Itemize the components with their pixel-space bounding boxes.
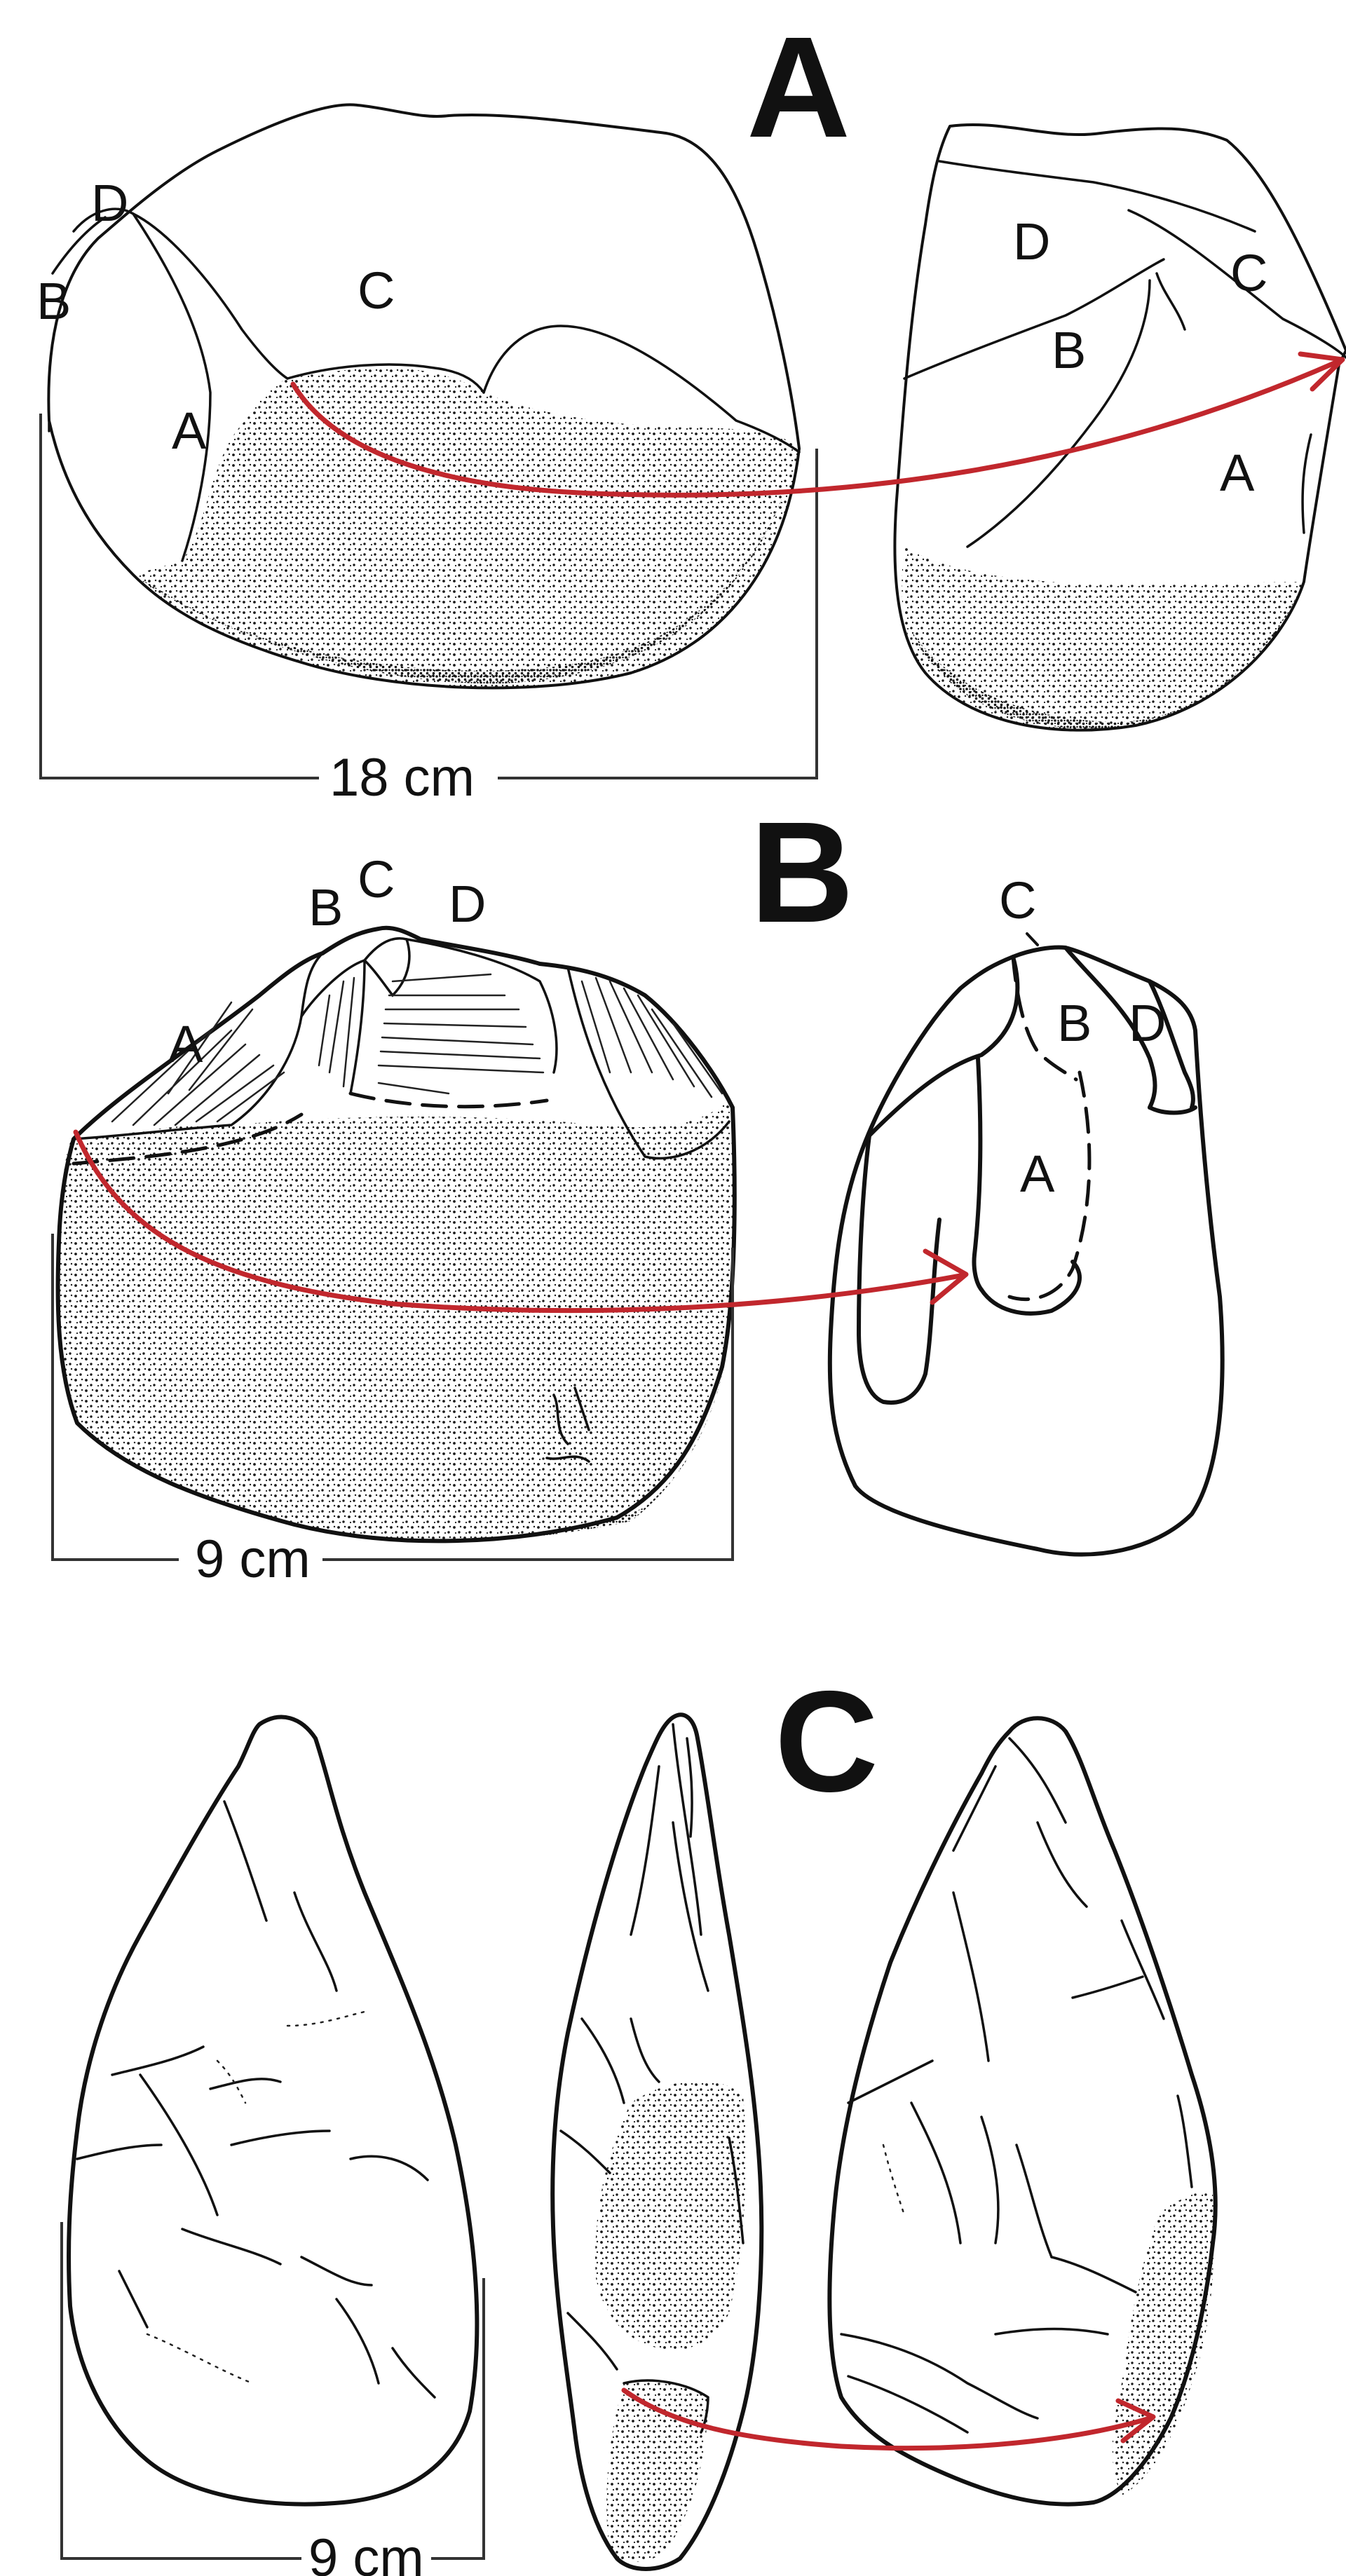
handaxe-c-left-outline <box>67 1715 480 2507</box>
handaxe-c-right-outline <box>827 1716 1218 2507</box>
core-a-right-view: D C B A <box>893 123 1346 732</box>
scar-label-c: C <box>358 261 395 320</box>
panel-letter-b: B <box>750 792 854 953</box>
core-b-right-outline <box>827 945 1225 1557</box>
scar-label-d: D <box>91 174 128 232</box>
scar-label-c-right: C <box>1230 244 1267 302</box>
cortex-c-right <box>1112 2191 1214 2495</box>
cortex-c-profile <box>595 2080 746 2350</box>
core-a-left-view: D B C A <box>36 103 801 690</box>
scale-label-c: 9 cm <box>308 2528 424 2576</box>
core-a-right-outline <box>893 123 1346 732</box>
scar-label-a-right: A <box>1220 444 1255 502</box>
core-b-left-outline <box>55 925 737 1543</box>
scar-label-a-left: A <box>168 1015 203 1073</box>
scale-label-b: 9 cm <box>195 1529 311 1589</box>
handaxe-c-left-view <box>67 1715 480 2507</box>
panel-b: B B C D <box>51 792 1225 1589</box>
panel-a: A D B C A 18 cm <box>36 7 1346 807</box>
handaxe-c-profile-view <box>550 1712 764 2571</box>
scar-label-c-left: C <box>358 850 395 908</box>
scar-label-b-right: B <box>1052 321 1086 379</box>
panel-letter-c: C <box>775 1661 878 1822</box>
handaxe-c-right-view <box>827 1716 1218 2507</box>
scale-bar-b: 9 cm <box>51 1234 734 1589</box>
scar-label-b-right-b: B <box>1057 994 1092 1052</box>
panel-c: C 9 cm <box>60 1661 1218 2576</box>
cortex-b-left <box>57 1100 734 1541</box>
scar-label-a-right-b: A <box>1020 1145 1055 1203</box>
scar-label-c-right-b: C <box>999 871 1036 929</box>
core-b-right-view: C B D A <box>827 871 1225 1557</box>
cortex-a-left <box>133 368 799 688</box>
scale-bar-c: 9 cm <box>60 2222 485 2576</box>
cortex-c-profile-lower <box>606 2380 708 2562</box>
cortex-a-right <box>902 547 1304 730</box>
scar-label-d-right: D <box>1013 212 1050 271</box>
scar-label-d-left: D <box>449 875 486 933</box>
scar-label-b: B <box>36 272 71 330</box>
refit-arrow-a <box>290 351 1345 498</box>
scar-label-a: A <box>172 402 207 460</box>
core-b-left-view: B C D A <box>55 850 737 1543</box>
panel-letter-a: A <box>747 7 850 168</box>
scar-label-d-right-b: D <box>1129 994 1166 1052</box>
scar-label-b-left: B <box>308 878 343 936</box>
scale-label-a: 18 cm <box>329 748 475 807</box>
core-a-left-outline <box>47 103 801 690</box>
scale-bar-a: 18 cm <box>39 414 818 807</box>
handaxe-c-profile-outline <box>550 1712 764 2571</box>
refit-arrow-c <box>621 2387 1156 2451</box>
refit-arrow-b <box>73 1129 969 1314</box>
